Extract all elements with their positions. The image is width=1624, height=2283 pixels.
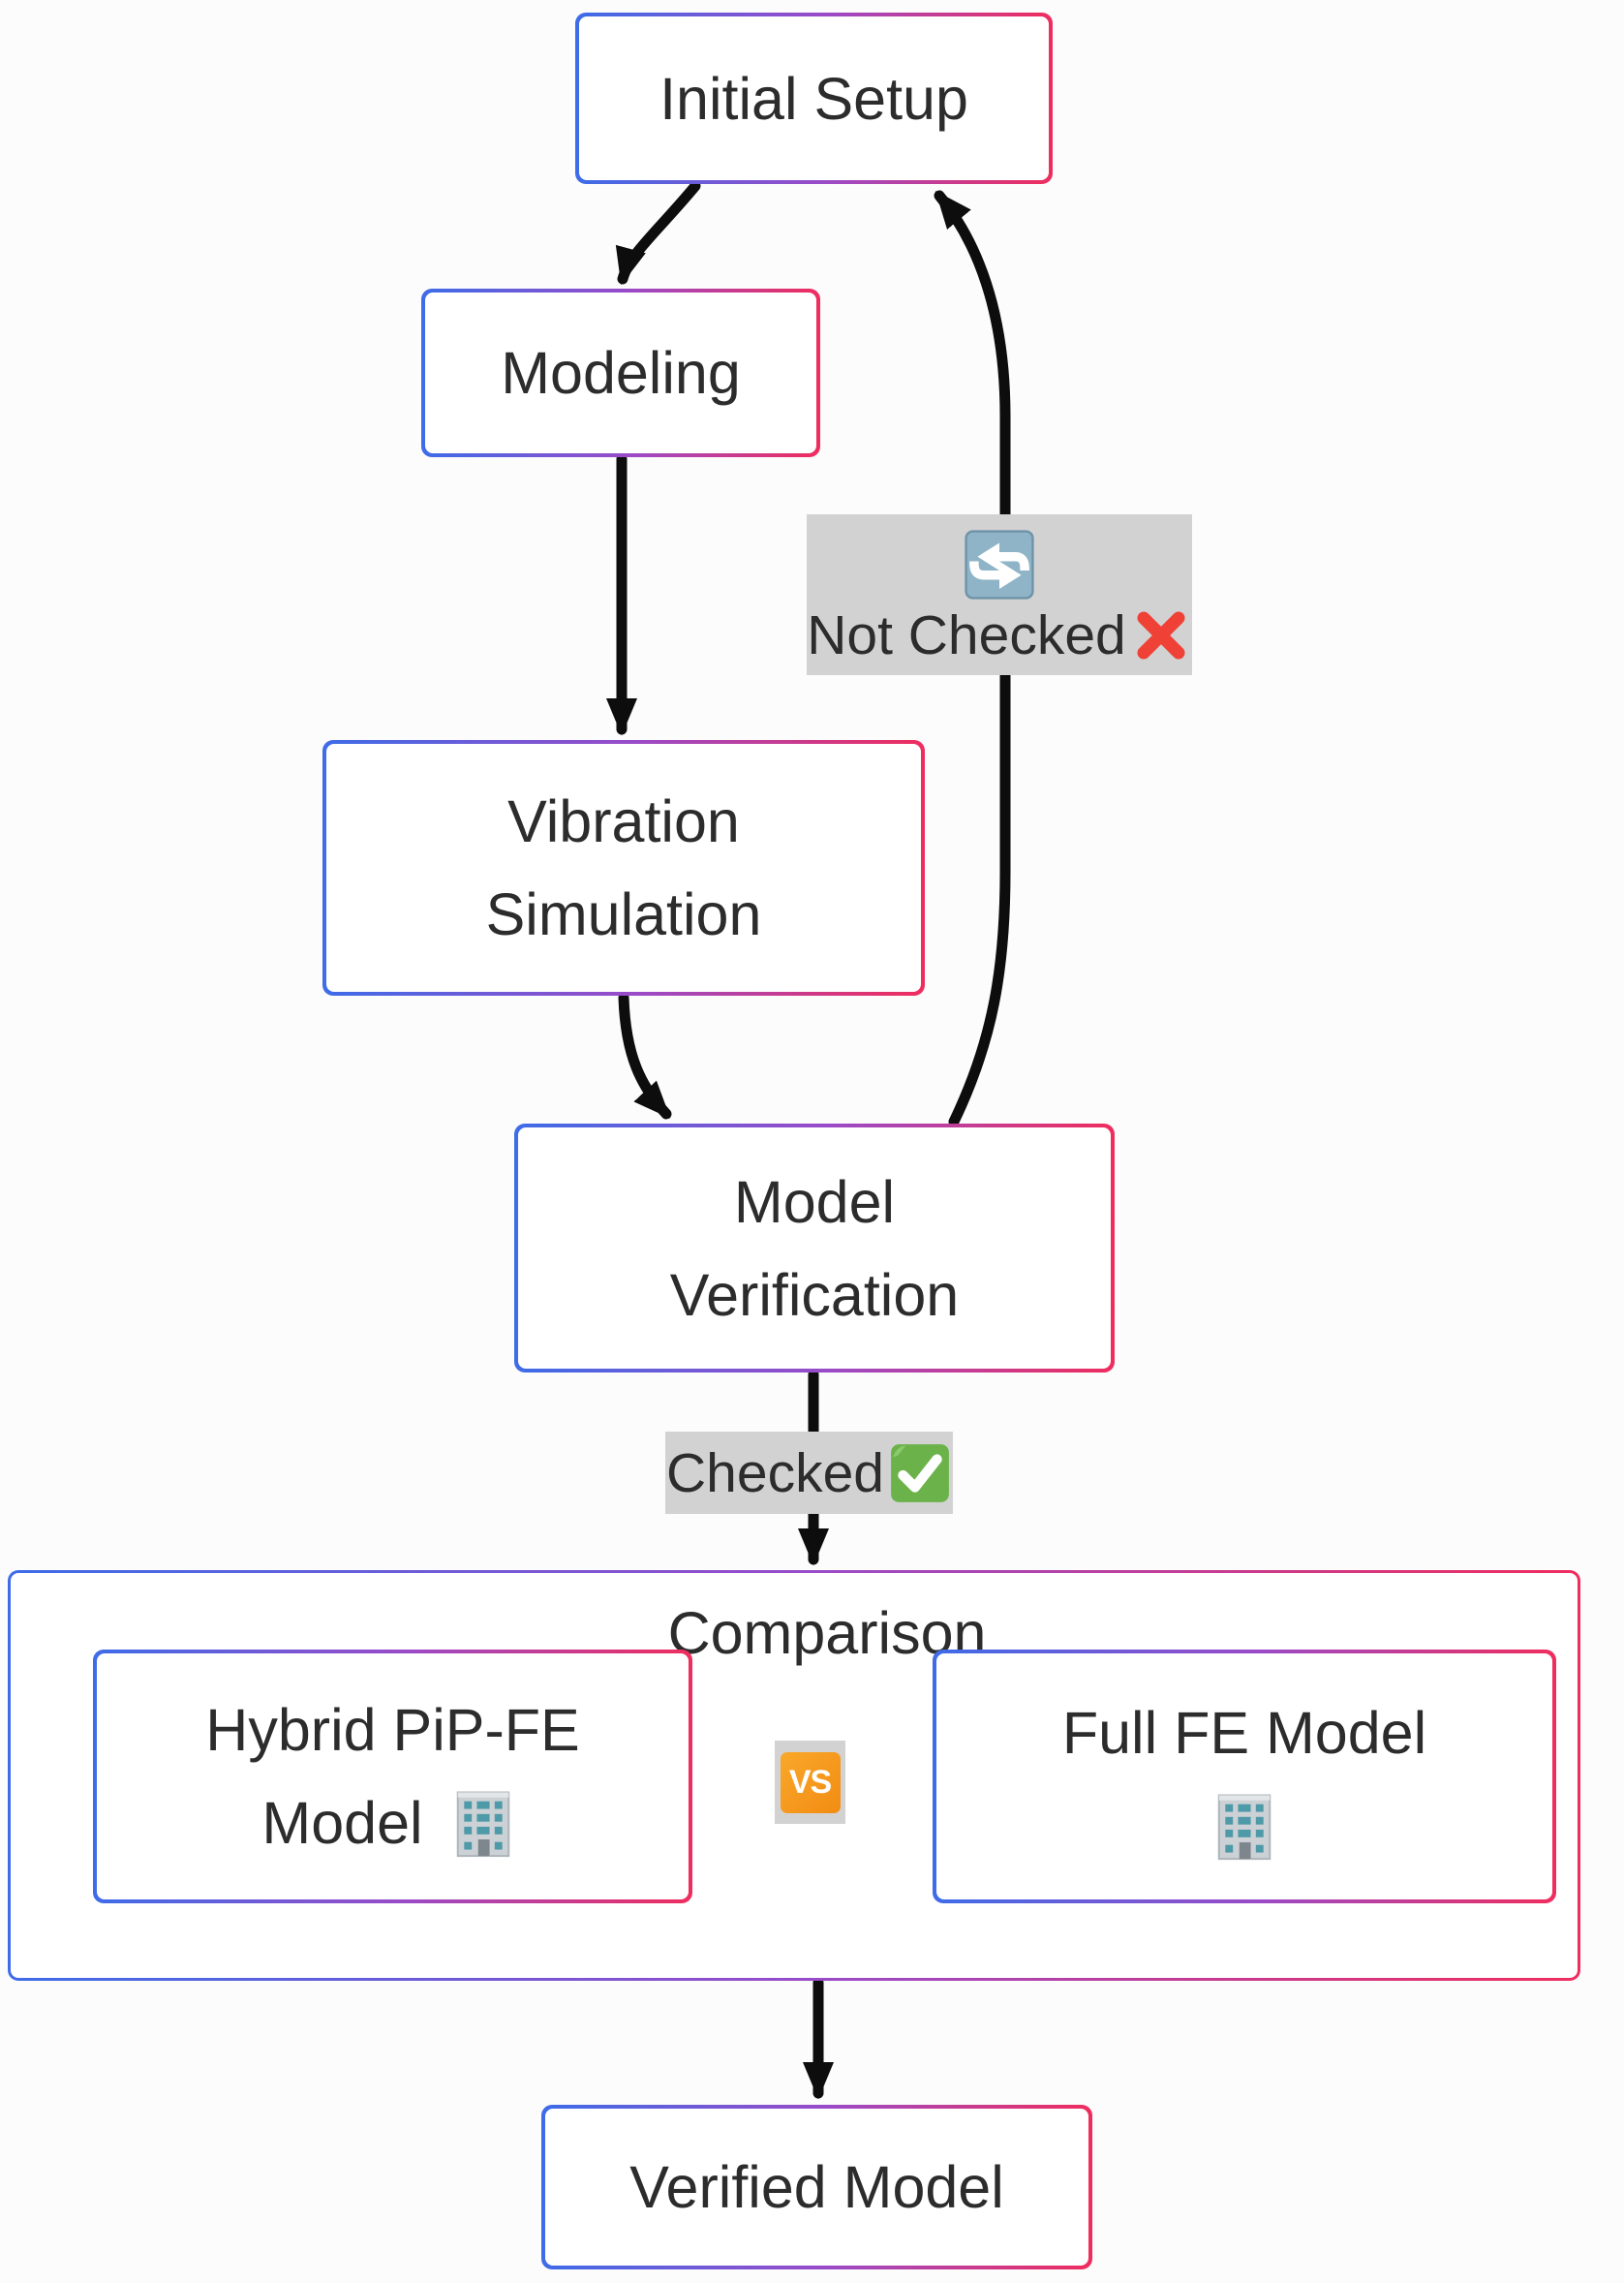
not-checked-label: Not Checked (807, 514, 1192, 675)
hybrid-model-line1: Hybrid PiP-FE (205, 1697, 580, 1763)
arrow-model-verification-to-initial-setup-loop (934, 190, 1011, 1127)
verified-model-label: Verified Model (629, 2154, 1004, 2220)
vibration-simulation-line1: Vibration (507, 788, 740, 854)
vibration-simulation-line2: Simulation (485, 881, 762, 947)
office-building-icon (1204, 1785, 1285, 1867)
arrow-initial-setup-to-modeling (615, 180, 701, 286)
green-check-icon (888, 1441, 952, 1505)
hybrid-model-line2: Model (261, 1790, 423, 1856)
not-checked-text: Not Checked (807, 604, 1126, 666)
node-full-fe-model: Full FE Model (933, 1650, 1556, 1903)
model-verification-line2: Verification (669, 1261, 960, 1328)
refresh-arrows-icon (963, 528, 1036, 602)
node-modeling: Modeling (421, 289, 820, 457)
node-hybrid-pip-fe-model: Hybrid PiP-FE Model (93, 1650, 692, 1903)
checked-text: Checked (666, 1441, 884, 1504)
node-vibration-simulation: Vibration Simulation (322, 740, 925, 996)
checked-label: Checked (665, 1432, 953, 1514)
modeling-label: Modeling (501, 340, 741, 406)
node-model-verification: Model Verification (514, 1124, 1115, 1373)
arrow-vibration-simulation-to-model-verification (618, 992, 672, 1120)
vs-button-icon: VS (780, 1751, 841, 1813)
node-verified-model: Verified Model (541, 2105, 1092, 2269)
node-initial-setup: Initial Setup (575, 13, 1053, 184)
model-verification-line1: Model (733, 1168, 896, 1235)
red-cross-icon (1130, 604, 1192, 666)
vs-badge: VS (775, 1741, 845, 1824)
full-fe-model-label: Full FE Model (1061, 1700, 1427, 1766)
office-building-icon (443, 1782, 524, 1864)
initial-setup-label: Initial Setup (659, 65, 968, 132)
